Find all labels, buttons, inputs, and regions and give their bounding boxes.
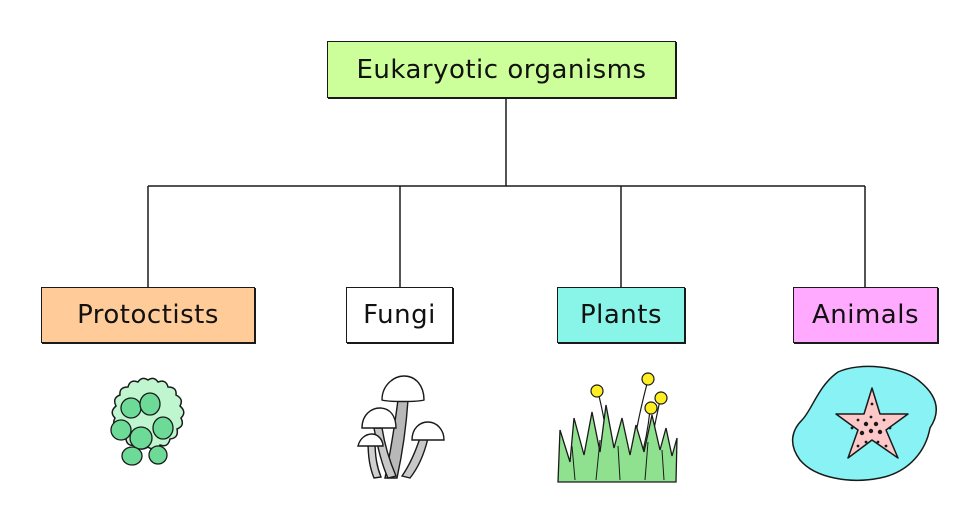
root-node: Eukaryotic organisms xyxy=(327,41,676,98)
node-protoctists: Protoctists xyxy=(41,287,255,343)
node-fungi: Fungi xyxy=(346,287,453,343)
node-plants: Plants xyxy=(557,287,685,343)
node-animals: Animals xyxy=(793,287,938,343)
